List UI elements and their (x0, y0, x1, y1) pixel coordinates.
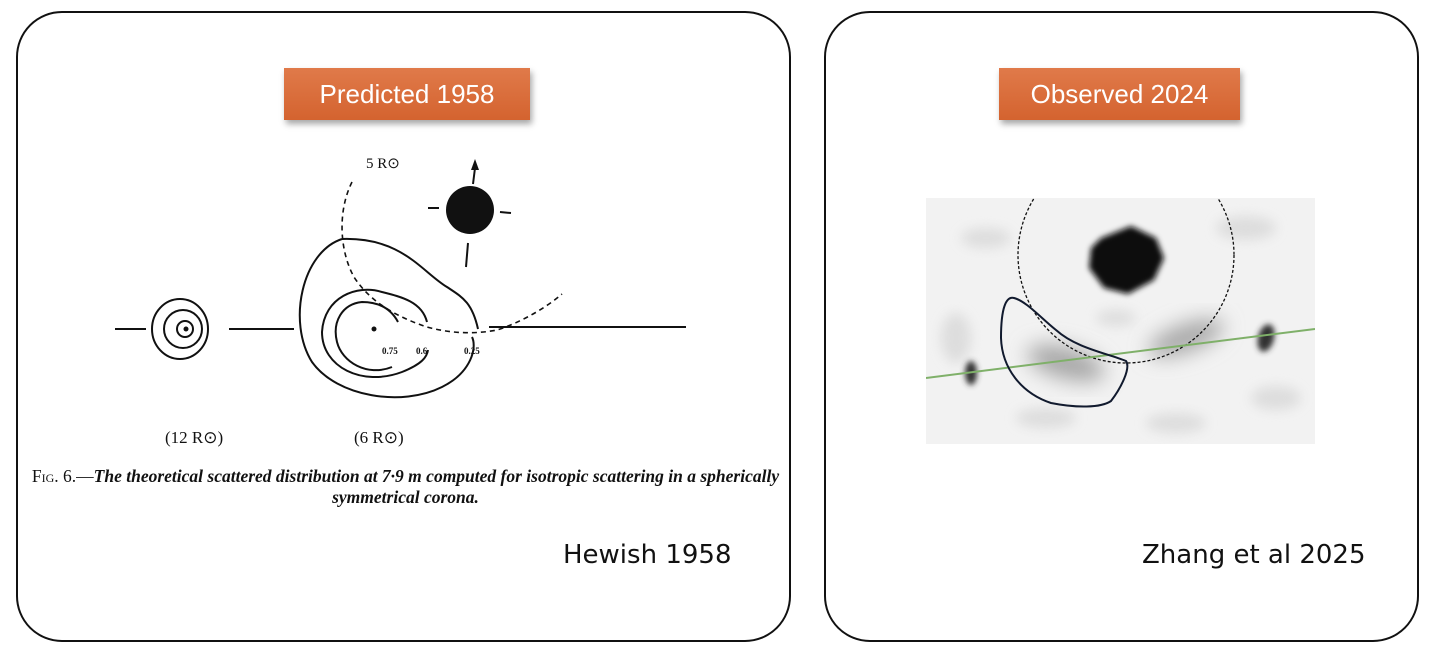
contour-label-075: 0.75 (382, 346, 398, 356)
caption-prefix: Fig. 6.— (31, 466, 94, 486)
observed-radio-image (926, 198, 1315, 444)
sun-radius-label: 5 R⊙ (366, 156, 400, 172)
hewish-figure: 5 R⊙ 0.75 0.6 0.25 (12 R⊙) (6 R⊙) (115, 156, 686, 447)
predicted-badge: Predicted 1958 (284, 68, 530, 120)
predicted-credit: Hewish 1958 (563, 540, 732, 570)
contour-label-06: 0.6 (416, 346, 428, 356)
observed-credit: Zhang et al 2025 (1142, 540, 1366, 570)
contour-label-025: 0.25 (464, 346, 480, 356)
predicted-panel: Predicted 1958 (16, 11, 791, 642)
source-label-6r: (6 R⊙) (354, 428, 404, 447)
figure-caption: Fig. 6.—The theoretical scattered distri… (28, 466, 783, 508)
source-label-12r: (12 R⊙) (165, 428, 223, 447)
observed-badge: Observed 2024 (999, 68, 1240, 120)
caption-text: The theoretical scattered distribution a… (93, 466, 780, 507)
observed-panel: Observed 2024 (824, 11, 1419, 642)
